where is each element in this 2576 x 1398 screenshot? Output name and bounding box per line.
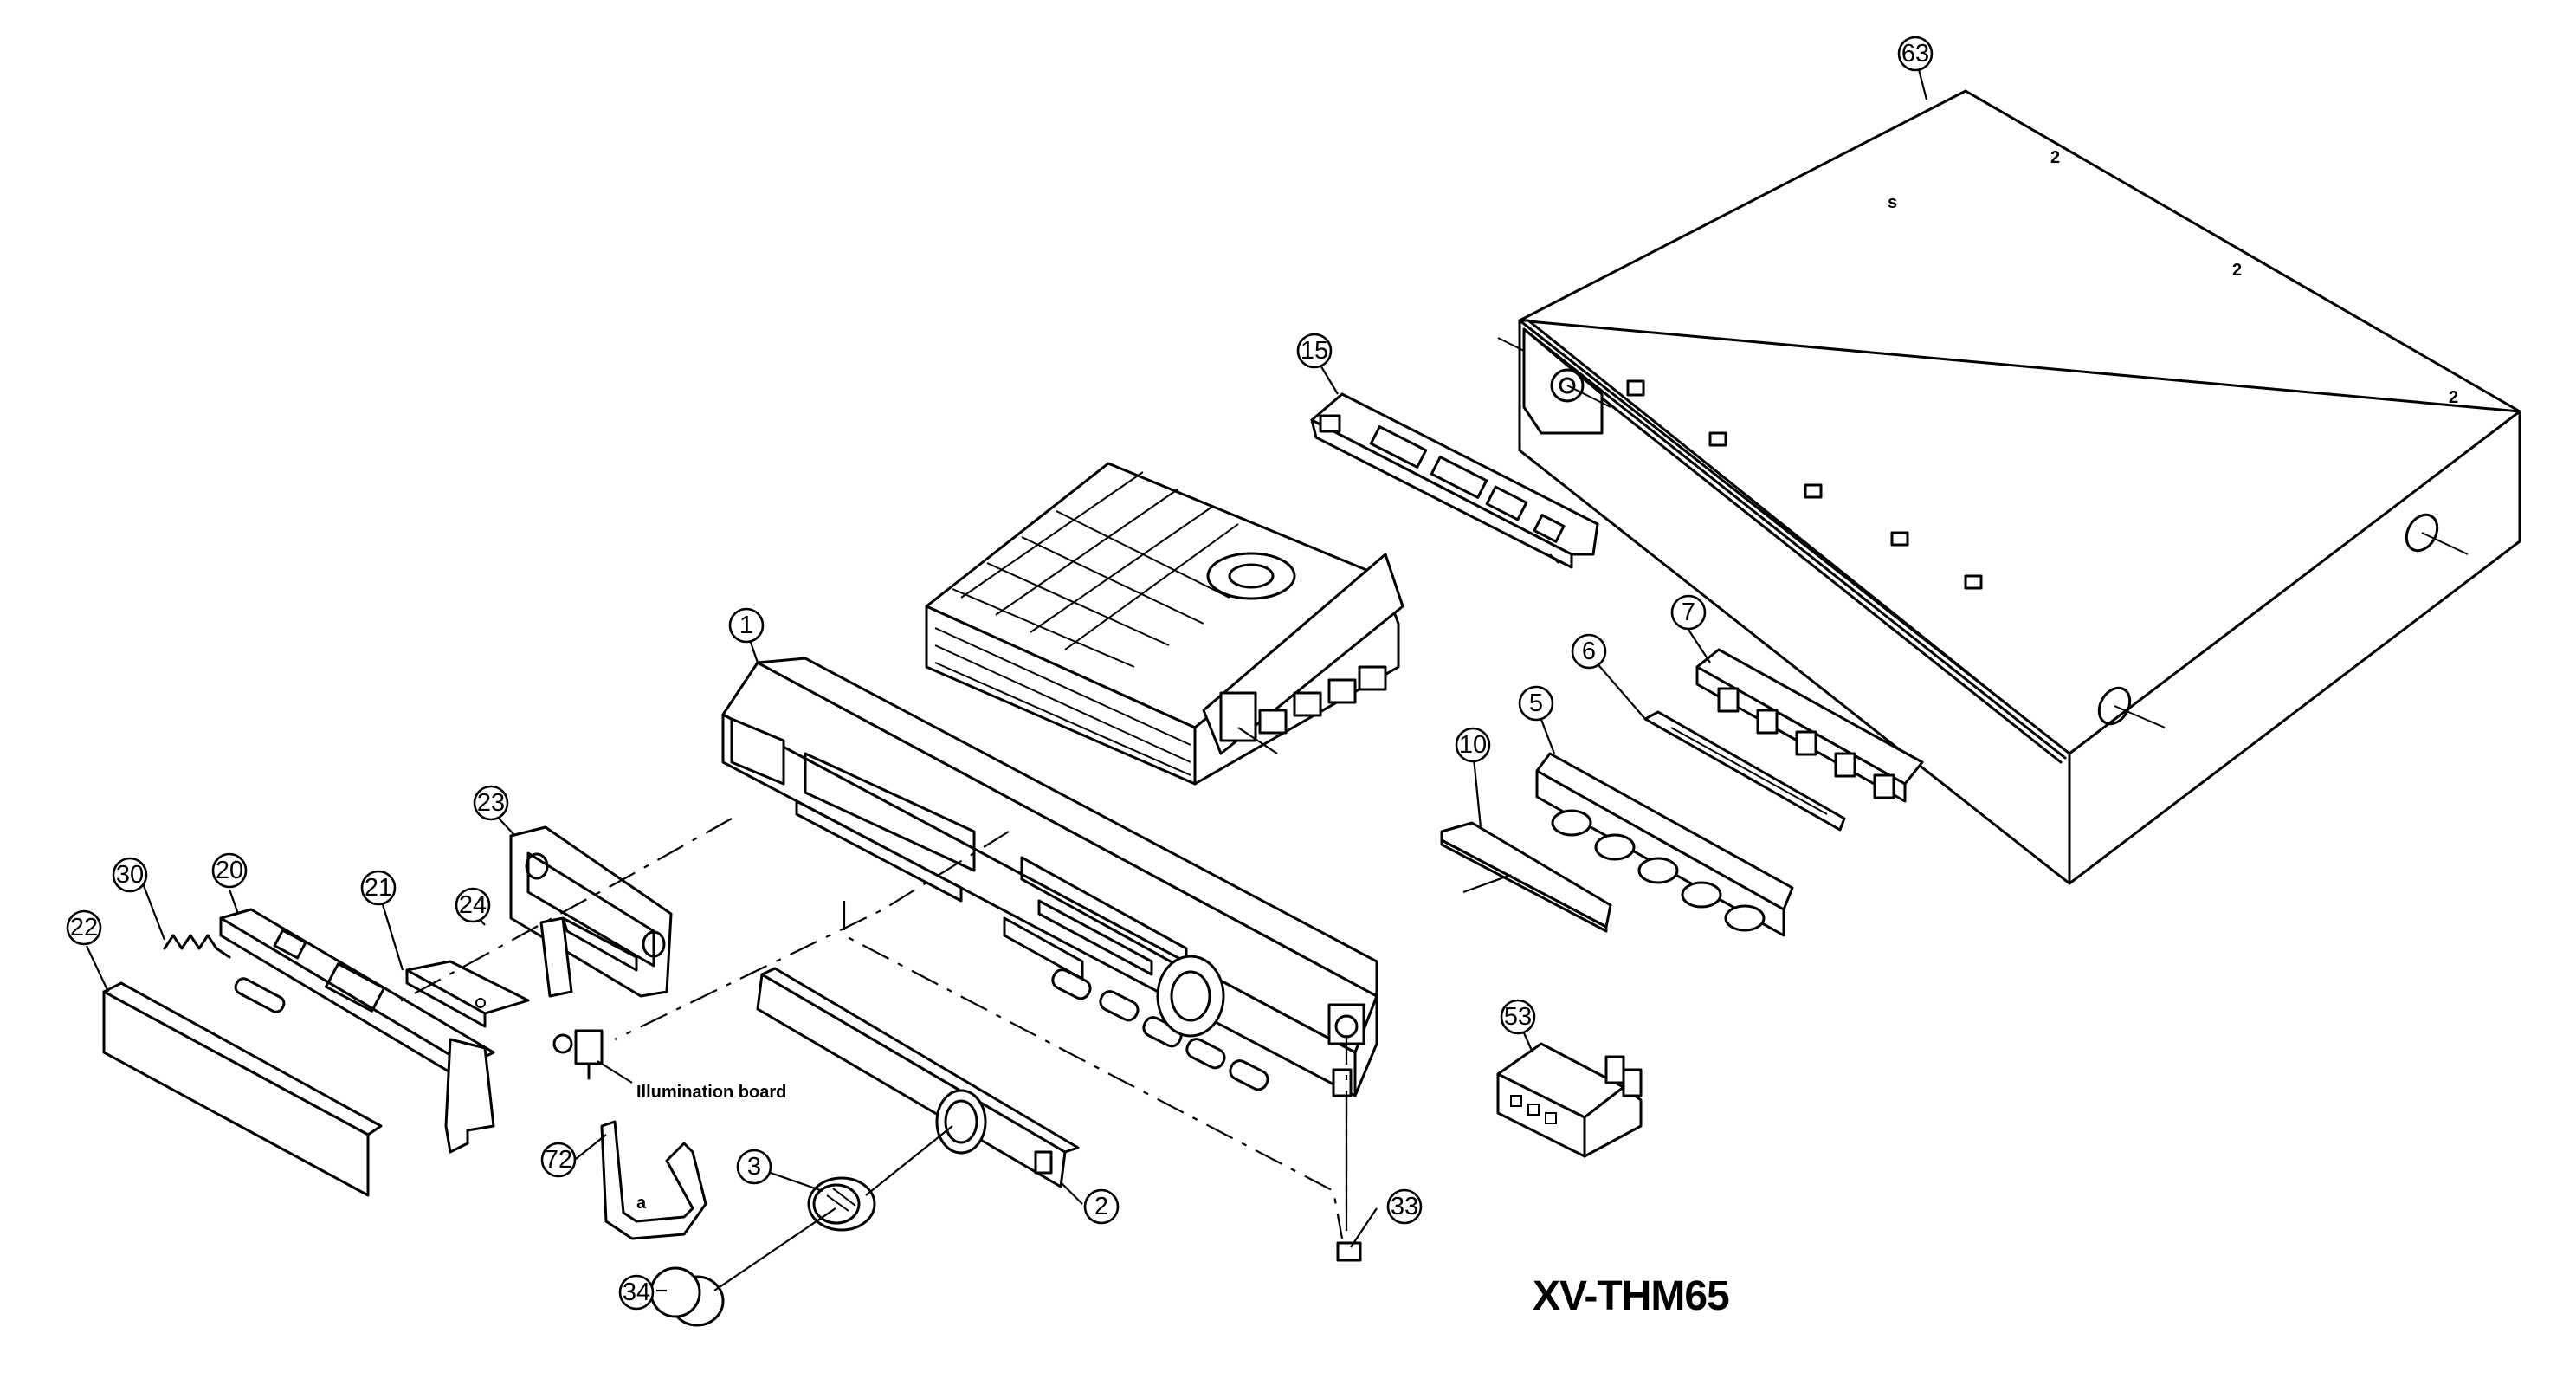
callout-33: 33 — [1386, 1188, 1423, 1225]
callout-22: 22 — [66, 909, 102, 946]
svg-text:2: 2 — [2050, 148, 2060, 167]
callout-30: 30 — [112, 857, 148, 893]
callout-23: 23 — [473, 785, 509, 821]
part-20-display-board — [219, 908, 495, 1154]
svg-text:34: 34 — [623, 1278, 650, 1306]
svg-text:s: s — [1888, 193, 1897, 212]
svg-text:33: 33 — [1391, 1193, 1418, 1220]
part-72-cable: a — [600, 1120, 707, 1240]
callout-3: 3 — [736, 1149, 772, 1185]
callout-53: 53 — [1500, 999, 1536, 1035]
part-33-foot — [1336, 1241, 1362, 1262]
callout-5: 5 — [1518, 685, 1554, 722]
illumination-board — [552, 1029, 604, 1080]
callout-34: 34 — [618, 1274, 655, 1311]
part-23-holder — [509, 825, 673, 998]
callout-63: 63 — [1897, 36, 1934, 72]
part-22-door — [102, 981, 383, 1197]
svg-text:1: 1 — [739, 612, 753, 639]
part-63-top-cover: s 2 2 2 — [1497, 89, 2521, 885]
callout-24: 24 — [455, 887, 491, 923]
illumination-board-label: Illumination board — [636, 1083, 786, 1102]
part-10-plate — [1440, 821, 1612, 933]
callout-1: 1 — [728, 607, 765, 644]
callout-72: 72 — [540, 1142, 577, 1178]
svg-text:53: 53 — [1504, 1003, 1532, 1031]
svg-text:7: 7 — [1682, 599, 1695, 626]
svg-text:5: 5 — [1529, 689, 1543, 717]
part-15-rear-connector — [1310, 392, 1599, 569]
svg-text:2: 2 — [2232, 261, 2242, 280]
assembly-lines — [393, 818, 1348, 1239]
svg-text:2: 2 — [1094, 1193, 1108, 1220]
svg-text:72: 72 — [545, 1146, 572, 1174]
svg-text:10: 10 — [1459, 731, 1487, 759]
callout-6: 6 — [1571, 633, 1607, 670]
part-21-small-plate — [405, 960, 530, 1028]
svg-text:6: 6 — [1582, 638, 1596, 665]
callout-21: 21 — [360, 870, 397, 906]
callout-20: 20 — [211, 852, 248, 889]
svg-text:a: a — [636, 1194, 647, 1213]
part-53-connector-block — [1496, 1042, 1643, 1158]
part-34-knob-cap — [649, 1266, 725, 1327]
callout-2: 2 — [1083, 1188, 1120, 1225]
mechanism-deck — [925, 462, 1404, 786]
part-30-spring — [163, 934, 231, 959]
svg-text:24: 24 — [459, 891, 487, 919]
svg-text:15: 15 — [1301, 337, 1328, 365]
svg-text:21: 21 — [365, 874, 392, 902]
svg-text:3: 3 — [747, 1153, 761, 1181]
svg-text:22: 22 — [70, 914, 98, 942]
part-1-front-panel — [721, 657, 1378, 1208]
part-2-front-subpanel — [756, 967, 1080, 1188]
part-6-strip — [1643, 710, 1846, 832]
callout-15: 15 — [1296, 333, 1333, 369]
part-3-knob-ring — [807, 1176, 876, 1232]
svg-text:23: 23 — [477, 789, 505, 817]
svg-text:63: 63 — [1901, 40, 1929, 68]
callout-10: 10 — [1455, 727, 1491, 763]
part-24-bracket — [539, 916, 638, 998]
svg-text:20: 20 — [216, 857, 243, 884]
part-7-switch-board — [1695, 648, 1924, 803]
part-5-button-holder — [1535, 752, 1794, 937]
svg-text:30: 30 — [116, 861, 144, 889]
model-name: XV-THM65 — [1533, 1273, 1729, 1319]
svg-text:2: 2 — [2449, 388, 2458, 407]
callout-7: 7 — [1670, 594, 1707, 631]
